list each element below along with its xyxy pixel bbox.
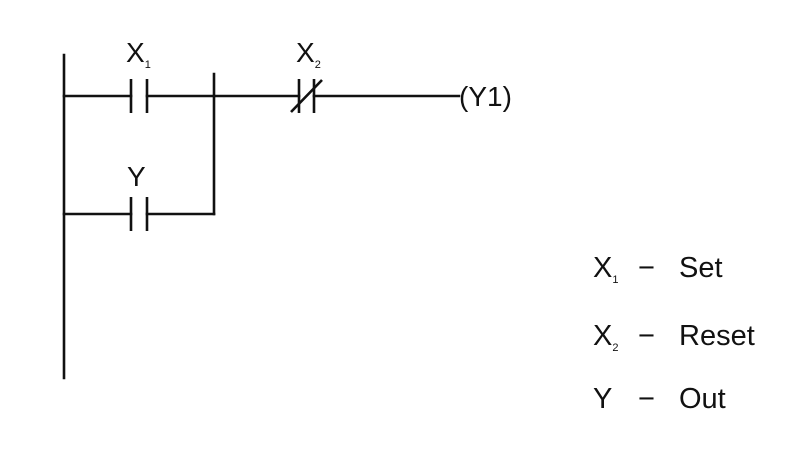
legend-item-y: Y−Out xyxy=(593,383,726,415)
contact-y xyxy=(129,197,149,231)
contact-x1-label: X1 xyxy=(126,37,151,71)
contact-x2-label: X2 xyxy=(296,37,321,71)
legend-item-x2: X2−Reset xyxy=(593,320,755,354)
contact-x1 xyxy=(129,79,149,113)
legend: X1−Set X2−Reset Y−Out xyxy=(593,252,755,415)
legend-item-x1: X1−Set xyxy=(593,252,723,286)
coil-y1-label: (Y1) xyxy=(459,81,512,112)
contact-y-label: Y xyxy=(127,161,146,192)
